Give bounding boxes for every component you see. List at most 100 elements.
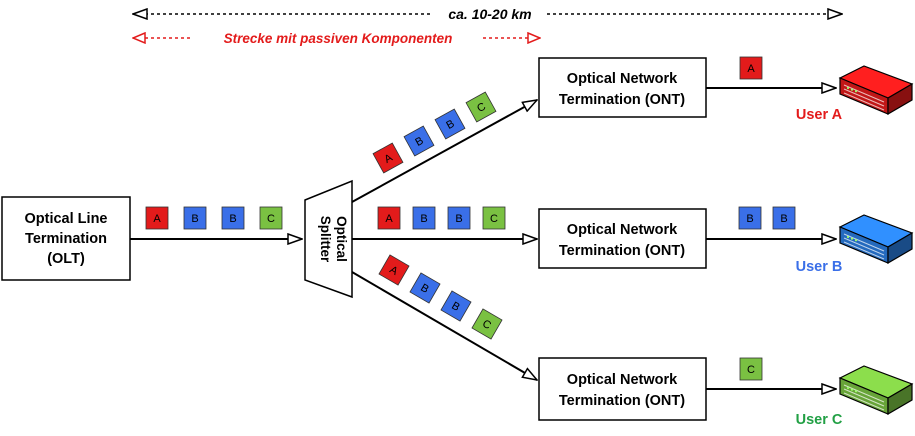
optical-splitter: Optical Splitter — [304, 179, 353, 299]
packet-out-b-b-0: B — [738, 206, 762, 230]
packet-square — [259, 206, 283, 230]
packet-square — [409, 272, 441, 304]
device-led — [850, 88, 854, 91]
device-side — [887, 82, 913, 116]
packet-square — [465, 91, 497, 123]
packet-square — [372, 142, 404, 174]
packet-main-a-0: A — [145, 206, 169, 230]
ont-box-c: Optical Network Termination (ONT) — [538, 357, 707, 421]
device-led — [846, 86, 850, 90]
packet-branch-c-a-0: A — [378, 254, 410, 286]
user-b-modem-icon — [838, 214, 914, 265]
packet-branch-a-b-2: B — [434, 108, 466, 140]
device-groove — [843, 237, 885, 256]
device-led — [846, 386, 850, 390]
packet-letter: B — [780, 213, 787, 225]
packets-out-a: A — [739, 56, 763, 80]
packet-square — [471, 308, 503, 340]
packet-letter: A — [153, 213, 161, 225]
packet-square — [440, 290, 472, 322]
ont-b-line1: Optical Network — [567, 222, 678, 238]
device-led — [850, 388, 854, 391]
packet-main-b-1: B — [183, 206, 207, 230]
device-groove — [843, 388, 885, 407]
device-groove — [843, 92, 885, 111]
device-side — [887, 382, 913, 416]
packet-square — [772, 206, 796, 230]
packet-square — [739, 357, 763, 381]
user-c-label: User C — [796, 412, 843, 428]
packet-branch-b-a-0: A — [377, 206, 401, 230]
olt-label-line2: Termination — [25, 231, 107, 247]
ont-c-line1: Optical Network — [567, 372, 678, 388]
olt-label-line3: (OLT) — [47, 251, 85, 267]
splitter-label-line2: Splitter — [318, 216, 333, 263]
device-groove — [843, 84, 885, 103]
packet-letter: C — [490, 213, 498, 225]
packet-square — [377, 206, 401, 230]
device-groove — [843, 241, 885, 260]
packet-square — [434, 108, 466, 140]
device-led — [854, 90, 858, 93]
olt-box: Optical Line Termination (OLT) — [1, 196, 131, 281]
packet-letter: B — [191, 213, 198, 225]
ont-b-line2: Termination (ONT) — [559, 243, 685, 259]
packet-branch-b-c-3: C — [482, 206, 506, 230]
packet-square — [482, 206, 506, 230]
packet-square — [183, 206, 207, 230]
packet-branch-c-b-2: B — [440, 290, 472, 322]
olt-label-line1: Optical Line — [25, 211, 108, 227]
packet-letter: A — [747, 63, 755, 75]
passive-section-dimension: Strecke mit passiven Komponenten — [133, 31, 540, 46]
packet-branch-c-b-1: B — [409, 272, 441, 304]
device-led — [850, 237, 854, 240]
packet-square — [738, 206, 762, 230]
packet-branch-a-b-1: B — [403, 125, 435, 157]
distance-label: ca. 10-20 km — [448, 6, 531, 22]
packet-square — [221, 206, 245, 230]
ont-c-line2: Termination (ONT) — [559, 393, 685, 409]
ont-a-line2: Termination (ONT) — [559, 92, 685, 108]
packet-letter: C — [747, 364, 755, 376]
device-groove — [843, 88, 885, 107]
packet-square — [378, 254, 410, 286]
packet-branch-a-c-3: C — [465, 91, 497, 123]
device-groove — [843, 384, 885, 403]
user-a-modem-icon — [838, 65, 914, 116]
packet-letter: C — [267, 213, 275, 225]
device-groove — [843, 392, 885, 411]
device-led — [854, 390, 858, 393]
packet-out-c-c-0: C — [739, 357, 763, 381]
packets-out-c: C — [739, 357, 763, 381]
packet-square — [739, 56, 763, 80]
packet-letter: A — [385, 213, 393, 225]
branch-line-a — [351, 100, 537, 203]
packet-branch-a-a-0: A — [372, 142, 404, 174]
packet-square — [403, 125, 435, 157]
device-groove — [843, 233, 885, 252]
packet-letter: B — [455, 213, 462, 225]
packet-letter: B — [420, 213, 427, 225]
splitter-label-line1: Optical — [334, 216, 349, 262]
user-b-label: User B — [796, 259, 843, 275]
user-c-modem-icon — [838, 365, 914, 416]
device-led — [846, 235, 850, 239]
packet-branch-b-b-2: B — [447, 206, 471, 230]
packet-branch-b-b-1: B — [412, 206, 436, 230]
packet-out-b-b-1: B — [772, 206, 796, 230]
branch-line-c — [351, 271, 537, 380]
packet-square — [412, 206, 436, 230]
packet-main-b-2: B — [221, 206, 245, 230]
packet-square — [447, 206, 471, 230]
packet-letter: B — [746, 213, 753, 225]
packet-branch-c-c-3: C — [471, 308, 503, 340]
packet-letter: B — [229, 213, 236, 225]
packet-out-a-a-0: A — [739, 56, 763, 80]
user-a-label: User A — [796, 107, 843, 123]
packet-square — [145, 206, 169, 230]
